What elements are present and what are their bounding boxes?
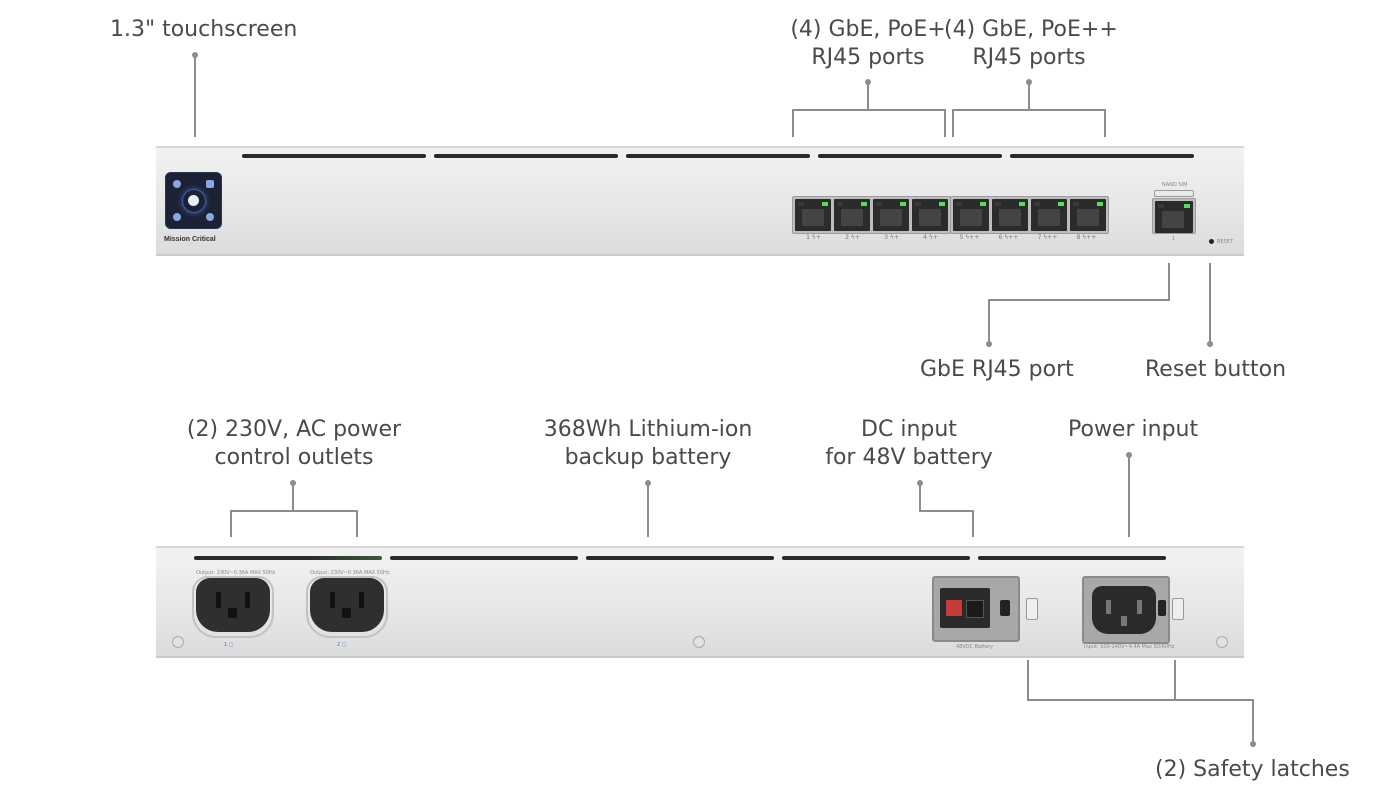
power-caption: Input: 100-240V~4.4A Max 50/60Hz (1084, 644, 1175, 650)
poe-plus-plus-callout-line1: (4) GbE, PoE++ (944, 17, 1118, 42)
outlet-number-2: 2 (337, 642, 341, 648)
back-panel: Output: 230V~0.36A MAX 50Hz Output: 230V… (156, 546, 1244, 658)
dc-latch-catch (1000, 600, 1010, 616)
dc-input-callout-line1: DC input (861, 417, 957, 442)
touchscreen-callout: 1.3" touchscreen (110, 17, 298, 42)
screen-center-button (188, 195, 199, 206)
vent-slot (1010, 154, 1194, 158)
port-number: 4 ϟ+ (923, 234, 938, 241)
gbe-port-frame (1152, 198, 1196, 234)
power-latch-catch (1158, 600, 1166, 616)
port-number: 3 ϟ+ (884, 234, 899, 241)
front-panel: Mission Critical 1 ϟ+ 2 ϟ+ 3 ϟ+ 4 ϟ+ 5 ϟ… (156, 146, 1244, 256)
dc-safety-latch[interactable] (1026, 598, 1038, 620)
screw-icon (1216, 636, 1228, 648)
rj45-port[interactable] (1031, 199, 1067, 231)
power-input-callout: Power input (1068, 417, 1199, 442)
rj45-port[interactable] (992, 199, 1028, 231)
rj45-port[interactable] (912, 199, 948, 231)
vent-slot (626, 154, 810, 158)
rj45-port[interactable] (834, 199, 870, 231)
gbe-port-callout: GbE RJ45 port (920, 357, 1074, 382)
rj45-port[interactable] (873, 199, 909, 231)
screen-icon (173, 213, 181, 221)
sim-slot-label: NANO SIM (1162, 182, 1188, 188)
power-input-housing (1082, 576, 1170, 644)
sim-slot[interactable] (1154, 190, 1194, 197)
iec-power-inlet[interactable] (1092, 586, 1156, 634)
screen-ring (182, 189, 206, 213)
outlet-frame (306, 576, 388, 638)
poe-plus-callout-line1: (4) GbE, PoE+ (790, 17, 946, 42)
vent-slot (434, 154, 618, 158)
battery-callout: 368Wh Lithium-ion backup battery (538, 416, 758, 472)
outlet-caption: Output: 230V~0.36A MAX 50Hz (196, 570, 276, 576)
reset-text: RESET (1217, 239, 1234, 245)
outlet-number-1: 1 (224, 642, 228, 648)
vent-slot (242, 154, 426, 158)
poe-plus-plus-callout-line2: RJ45 ports (972, 45, 1086, 70)
dc-connector[interactable] (940, 588, 990, 628)
outlets-callout-line1: (2) 230V, AC power (186, 417, 402, 442)
outlet-number: 1 ▢ (224, 642, 234, 648)
outlet-number: 2 ▢ (337, 642, 347, 648)
power-safety-latch[interactable] (1172, 598, 1184, 620)
dc-input-callout-line2: for 48V battery (825, 445, 993, 470)
vent-slot (818, 154, 1002, 158)
screw-icon (693, 636, 705, 648)
rj45-port[interactable] (1070, 199, 1106, 231)
gbe-rj45-port[interactable] (1155, 201, 1193, 233)
reset-button-callout: Reset button (1145, 357, 1287, 382)
vent-slot (978, 556, 1166, 560)
poe-plus-port-group (792, 196, 951, 234)
dc-caption: 48VDC Battery (956, 644, 994, 650)
dc-input-callout: DC input for 48V battery (818, 416, 1000, 472)
outlets-callout: (2) 230V, AC power control outlets (180, 416, 408, 472)
vent-slot (194, 556, 382, 560)
dc-input-housing (932, 576, 1020, 642)
poe-plus-plus-port-group (950, 196, 1109, 234)
outlet-frame (192, 576, 274, 638)
port-number: 2 ϟ+ (845, 234, 860, 241)
port-number: 1 ϟ+ (806, 234, 821, 241)
port-number: 5 ϟ++ (959, 234, 980, 241)
poe-plus-callout-line2: RJ45 ports (811, 45, 925, 70)
vent-slot (390, 556, 578, 560)
port-number-labels: 1 ϟ+ 2 ϟ+ 3 ϟ+ 4 ϟ+ 5 ϟ++ 6 ϟ++ 7 ϟ++ 8 … (794, 234, 1106, 241)
touchscreen[interactable] (165, 172, 222, 229)
brand-label: Mission Critical (164, 236, 216, 243)
ac-outlet-1[interactable] (196, 578, 270, 632)
port-number: 7 ϟ++ (1037, 234, 1058, 241)
vent-slot (586, 556, 774, 560)
safety-latches-callout: (2) Safety latches (1155, 757, 1350, 782)
screw-icon (172, 636, 184, 648)
wan-port-number: 1 (1172, 236, 1176, 242)
port-number: 6 ϟ++ (998, 234, 1019, 241)
battery-callout-line2: backup battery (564, 445, 732, 470)
rj45-port[interactable] (795, 199, 831, 231)
outlets-callout-line2: control outlets (214, 445, 374, 470)
poe-plus-plus-callout: (4) GbE, PoE++ RJ45 ports (944, 16, 1118, 72)
info-icon (206, 213, 214, 221)
vent-slot (782, 556, 970, 560)
rj45-port[interactable] (953, 199, 989, 231)
ac-outlet-2[interactable] (310, 578, 384, 632)
port-number: 8 ϟ++ (1076, 234, 1097, 241)
screen-icon (173, 180, 181, 188)
reset-button[interactable] (1209, 239, 1214, 244)
battery-callout-line1: 368Wh Lithium-ion (543, 417, 753, 442)
poe-plus-callout: (4) GbE, PoE+ RJ45 ports (788, 16, 948, 72)
screen-icon (206, 180, 214, 188)
outlet-caption: Output: 230V~0.36A MAX 50Hz (310, 570, 390, 576)
